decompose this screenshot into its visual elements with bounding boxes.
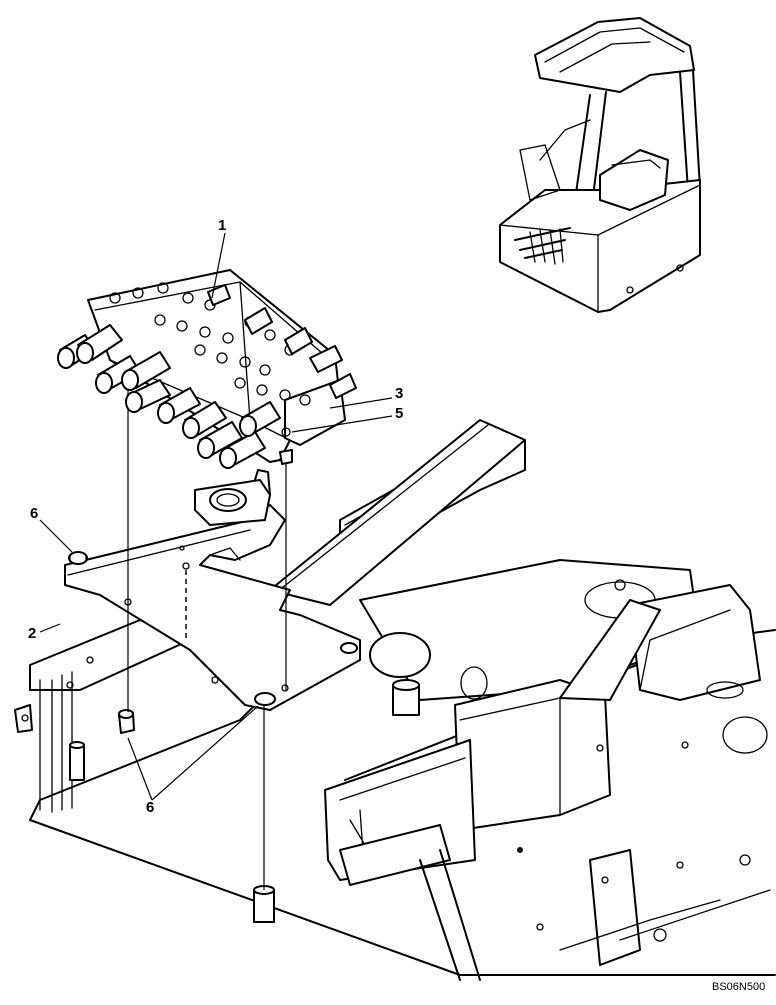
callout-5: 5 bbox=[395, 405, 404, 422]
callout-6-top: 6 bbox=[30, 505, 39, 522]
upper-frame bbox=[14, 419, 776, 981]
installation-lines bbox=[127, 375, 287, 890]
bolt-6-loose bbox=[118, 709, 135, 734]
callout-1: 1 bbox=[218, 217, 227, 234]
callout-3: 3 bbox=[395, 385, 404, 402]
spacer-column bbox=[253, 885, 275, 923]
bolt-6-lower bbox=[254, 692, 276, 706]
callout-2: 2 bbox=[28, 625, 37, 642]
callout-leaders bbox=[39, 232, 393, 801]
bolt-6-top bbox=[68, 551, 88, 565]
control-valve-block bbox=[57, 269, 357, 469]
callout-6-bottom: 6 bbox=[146, 799, 155, 816]
machine-overview-inset bbox=[499, 17, 701, 313]
bolt-6-right bbox=[340, 642, 358, 654]
drawing-code: BS06N500 bbox=[712, 981, 766, 993]
